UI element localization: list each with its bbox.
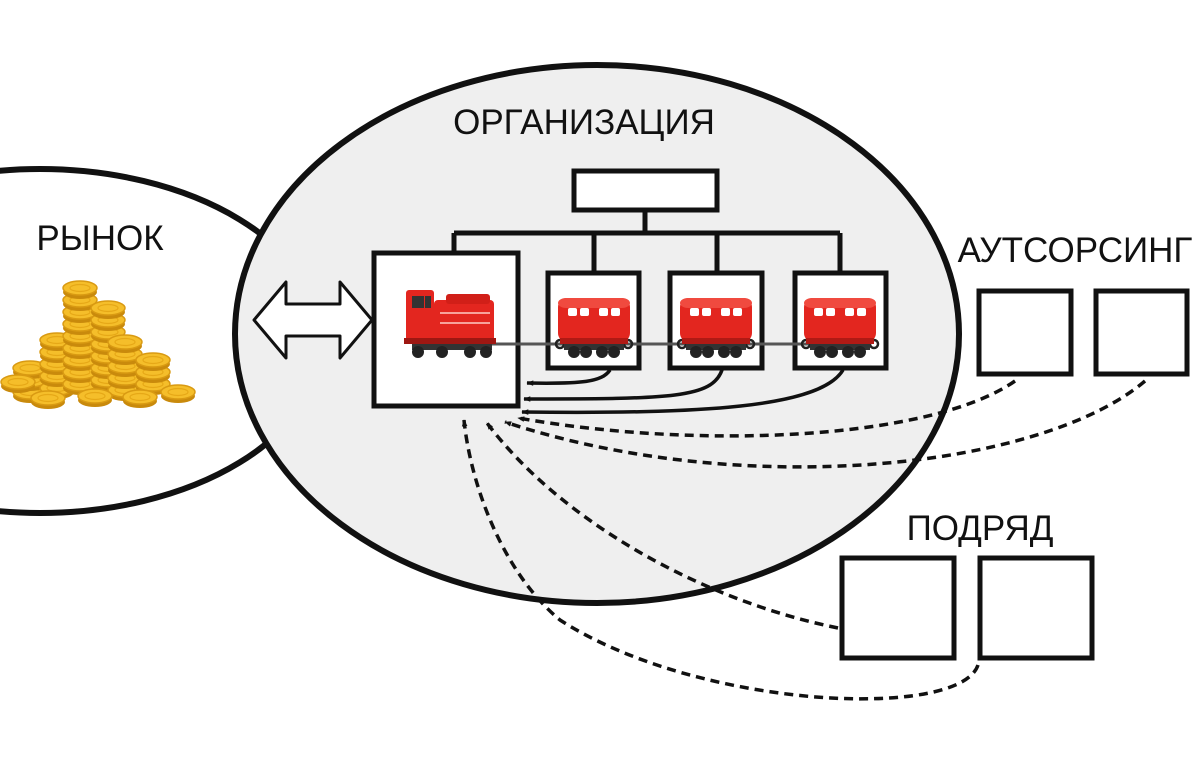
contract-label: ПОДРЯД — [907, 509, 1054, 548]
internal-arrows — [521, 368, 845, 415]
outsourcing-label: АУТСОРСИНГ — [958, 231, 1193, 270]
contract-box-2 — [977, 555, 1095, 661]
org-chart — [451, 168, 843, 273]
market-label: РЫНОК — [36, 219, 164, 258]
external-arrows — [461, 379, 1147, 701]
organization-label: ОРГАНИЗАЦИЯ — [453, 103, 715, 142]
wagon-icon-1 — [558, 298, 630, 358]
outsourcing-box-2 — [1093, 288, 1190, 377]
contract-box-1 — [839, 555, 957, 661]
org-chart-top-box — [571, 168, 720, 213]
outsourcing-box-1 — [976, 288, 1074, 377]
wagon-icon-2 — [680, 298, 752, 358]
wagon-icon-3 — [804, 298, 876, 358]
locomotive-icon — [404, 290, 496, 358]
